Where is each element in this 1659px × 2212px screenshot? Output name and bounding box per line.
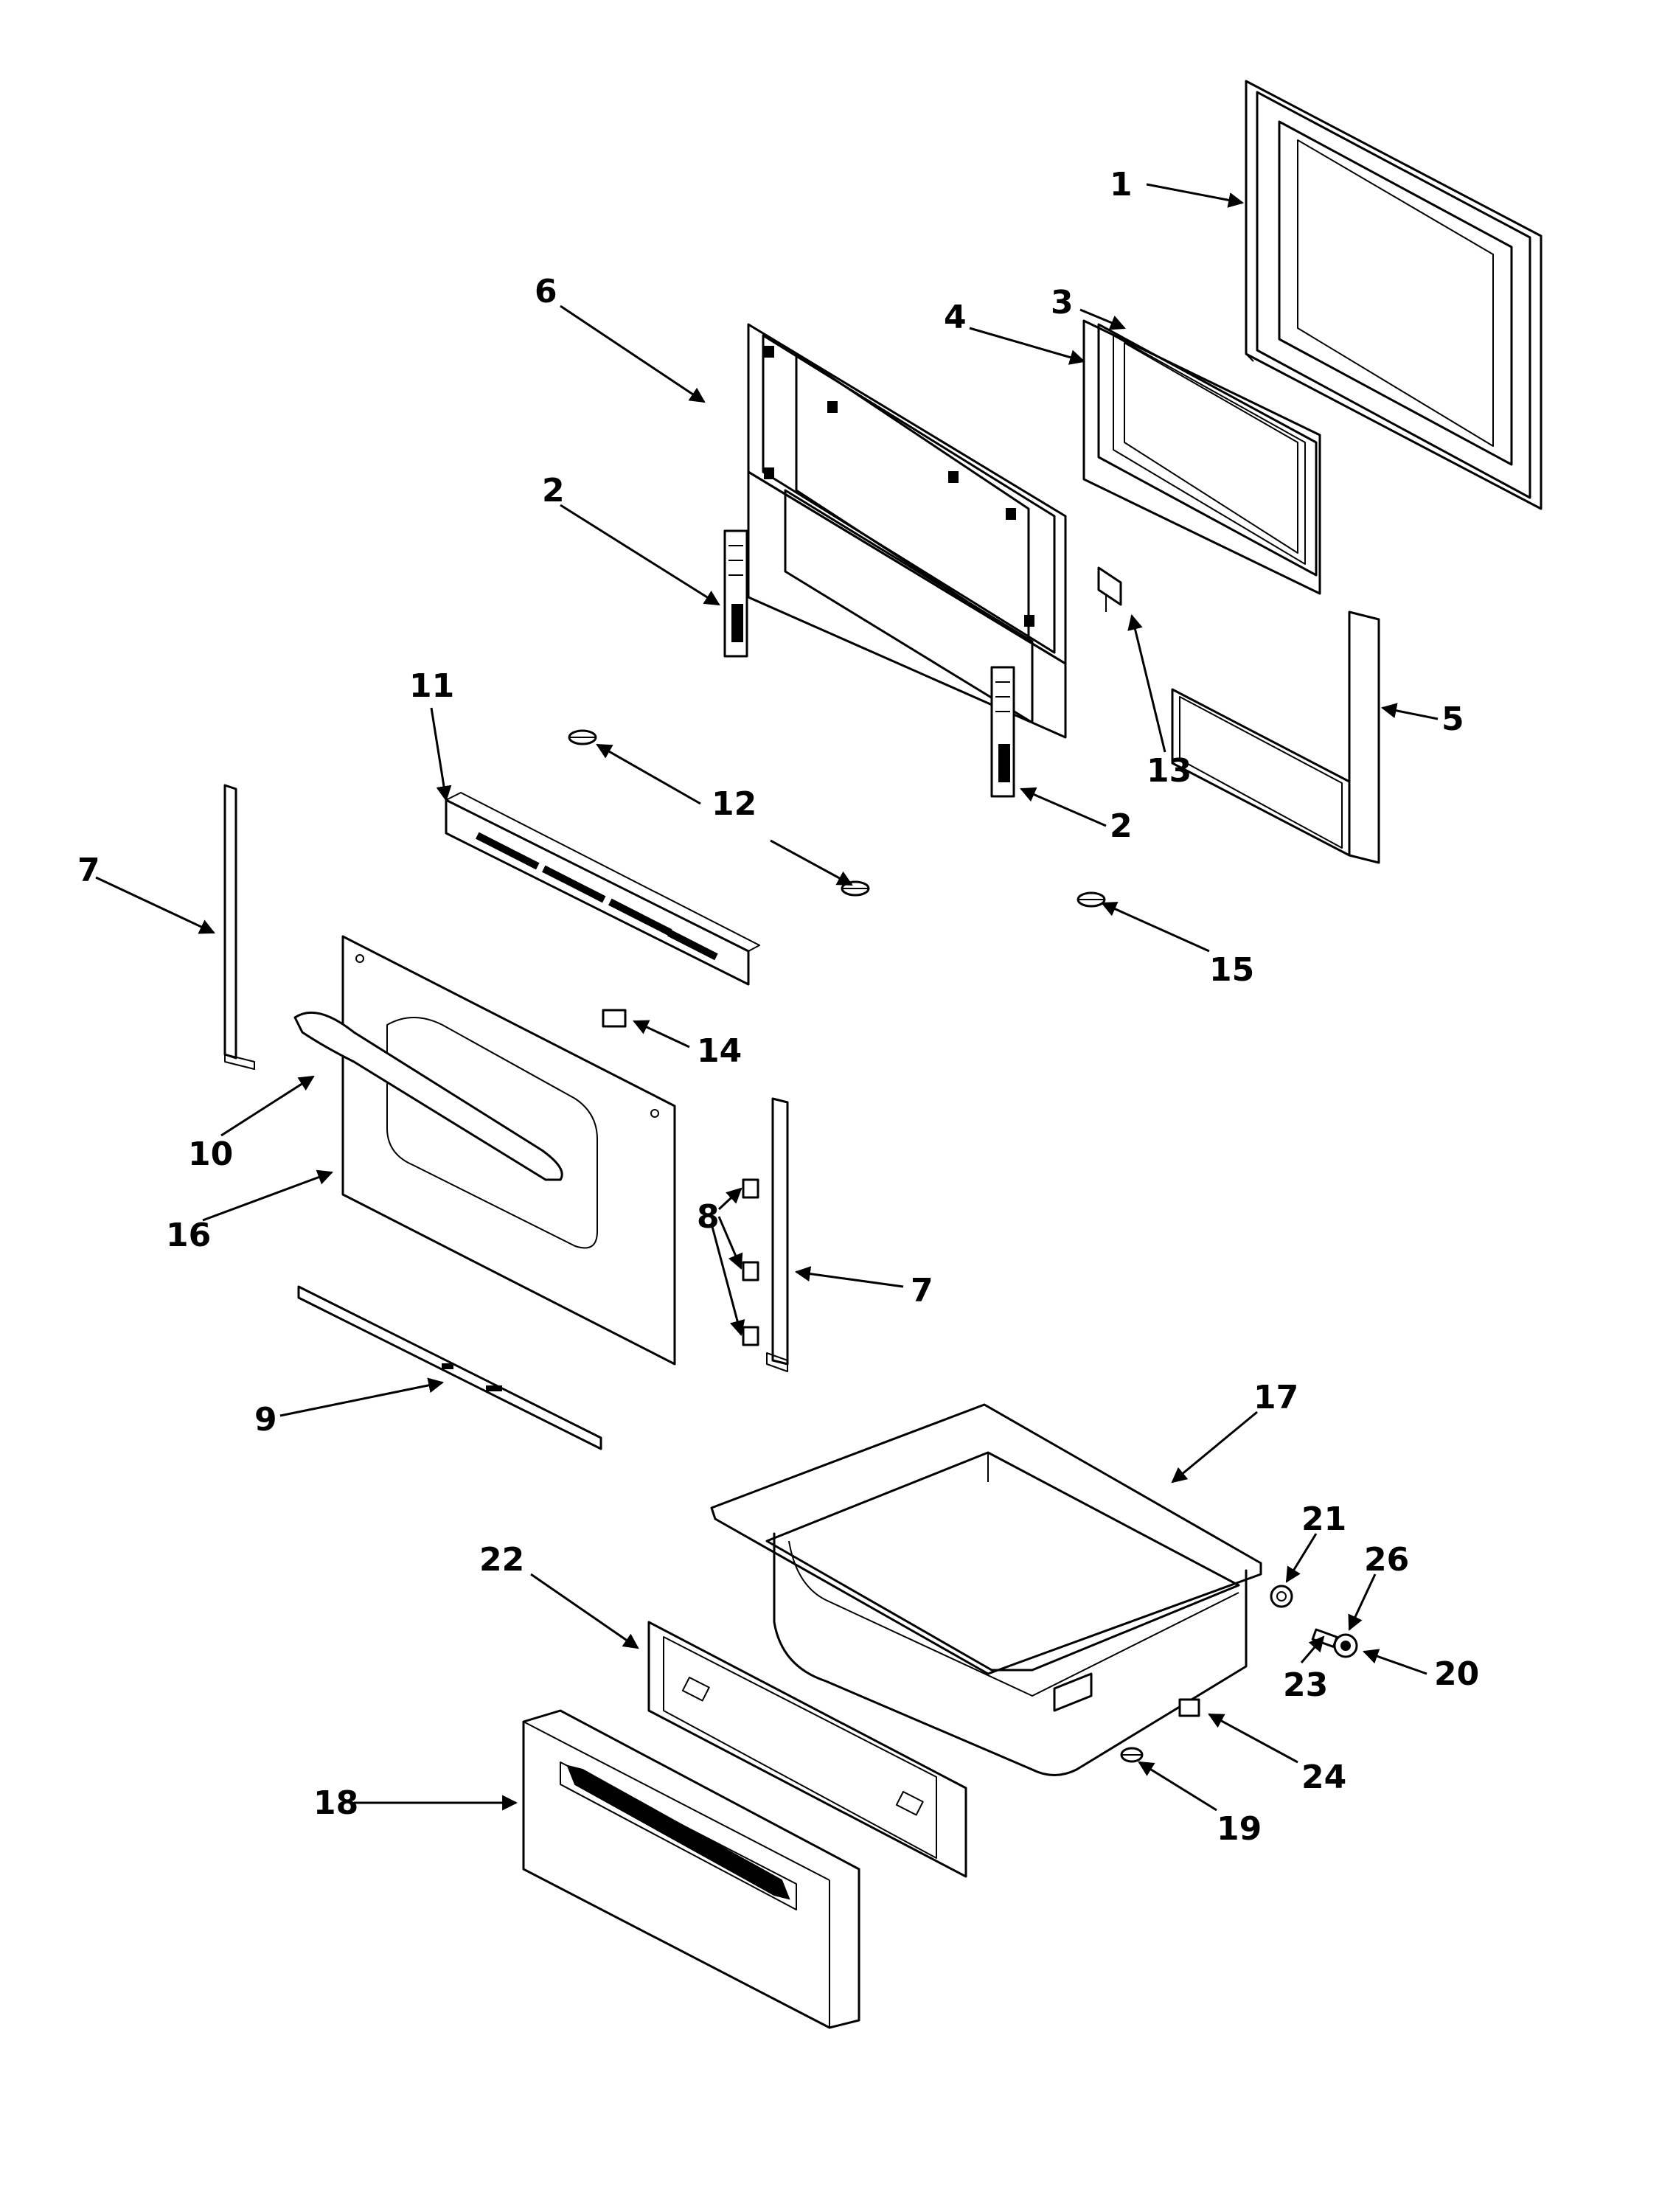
part-6-door-frame <box>747 323 1067 739</box>
part-14-clip <box>602 1009 627 1028</box>
part-12-screw-upper <box>568 729 597 745</box>
part-9-bottom-trim <box>297 1285 602 1450</box>
part-12-screw-lower <box>841 880 870 897</box>
callout-2-upper: 2 <box>542 472 565 509</box>
part-21-nut <box>1270 1585 1293 1608</box>
part-17-drawer-pan <box>710 1403 1262 1776</box>
part-15-screw <box>1077 891 1106 908</box>
callout-15: 15 <box>1209 951 1254 989</box>
callout-22: 22 <box>479 1541 524 1579</box>
leader-lines <box>95 183 1439 1812</box>
part-2-hinge-upper <box>723 529 748 658</box>
part-1-inner-door-panel <box>1245 80 1543 510</box>
callout-24: 24 <box>1301 1759 1346 1796</box>
part-20-roller <box>1333 1633 1358 1658</box>
callout-11: 11 <box>409 667 454 705</box>
callout-7-right: 7 <box>911 1272 933 1310</box>
part-18-drawer-front <box>522 1709 860 2029</box>
callout-13: 13 <box>1147 752 1192 790</box>
part-13-bracket <box>1097 566 1122 612</box>
part-22-drawer-panel <box>647 1621 967 1878</box>
callout-23: 23 <box>1283 1666 1328 1704</box>
callout-21: 21 <box>1301 1500 1346 1538</box>
part-3-window-gasket <box>1097 323 1318 577</box>
part-24-clip <box>1178 1698 1200 1717</box>
callout-labels: 1 6 3 4 2 13 5 11 12 2 15 7 14 10 16 8 7… <box>77 166 1479 1848</box>
part-2-hinge-lower <box>990 666 1015 798</box>
callout-18: 18 <box>313 1784 358 1822</box>
callout-5: 5 <box>1441 700 1464 738</box>
callout-6: 6 <box>535 273 557 310</box>
callout-2-lower: 2 <box>1110 807 1133 845</box>
callout-10: 10 <box>188 1135 233 1173</box>
callout-20: 20 <box>1434 1655 1479 1693</box>
part-11-vent-bracket <box>445 792 760 986</box>
part-10-door-handle <box>293 1011 563 1181</box>
part-7-side-trim-right <box>766 1097 789 1372</box>
part-8-clips <box>742 1178 759 1346</box>
callout-16: 16 <box>166 1217 211 1254</box>
part-7-side-trim-left <box>223 784 255 1070</box>
callout-1: 1 <box>1110 166 1133 204</box>
part-19-screw <box>1120 1747 1144 1763</box>
part-16-outer-door-panel <box>341 935 676 1366</box>
callout-3: 3 <box>1051 284 1074 321</box>
callout-7-left: 7 <box>77 852 100 889</box>
callout-12: 12 <box>712 785 757 823</box>
callout-14: 14 <box>697 1032 742 1070</box>
callout-26: 26 <box>1364 1541 1409 1579</box>
callout-8: 8 <box>697 1198 720 1236</box>
callout-9: 9 <box>254 1401 277 1439</box>
part-4-door-liner <box>1082 319 1321 595</box>
callout-17: 17 <box>1253 1379 1298 1416</box>
callout-4: 4 <box>944 299 967 336</box>
callout-19: 19 <box>1217 1810 1262 1848</box>
part-5-vent-trim <box>1171 611 1380 864</box>
